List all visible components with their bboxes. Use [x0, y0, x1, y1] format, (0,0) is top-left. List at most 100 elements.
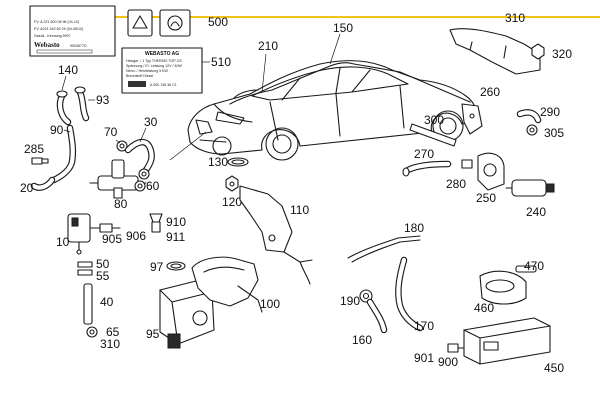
callout-310: 310: [100, 337, 120, 351]
callout-10: 10: [56, 235, 70, 249]
hose-93: [74, 86, 90, 122]
hose-30: [124, 138, 155, 174]
callout-50: 50: [96, 257, 110, 271]
bracket-110: [239, 185, 313, 285]
connector-901: [447, 343, 467, 353]
fuse-470: [515, 265, 537, 273]
callout-280: 280: [446, 177, 466, 191]
connector-910: [149, 213, 163, 233]
label-left-serial: 9003677D: [70, 44, 87, 48]
callout-160: 160: [352, 333, 372, 347]
label-left-line2: FV: A221 442 60 29 (04-08/10): [34, 27, 83, 31]
callout-260: 260: [480, 85, 500, 99]
callout-210: 210: [258, 39, 278, 53]
callout-250: 250: [476, 191, 496, 205]
callout-905: 905: [102, 232, 122, 246]
label-right-row3: Nenn. / Heizleistung 5 KW: [126, 69, 169, 73]
callout-70: 70: [104, 125, 118, 139]
label-right-heading: WEBASTO AG: [145, 51, 179, 57]
pipe-40: [83, 283, 93, 325]
hose-90: [50, 124, 77, 184]
callout-470: 470: [524, 259, 544, 273]
label-right-row1: Heizger. / 1 Typ THERMO TOP Z/C: [126, 59, 183, 63]
label-right-row2: Spannung / El. Leistung 12V / 40W: [126, 64, 183, 68]
dosing-pump-240: [505, 179, 555, 197]
bracket-260: [461, 103, 483, 135]
hose-160: [366, 298, 388, 334]
elbow-290: [516, 109, 542, 124]
callout-130: 130: [208, 155, 228, 169]
callout-180: 180: [404, 221, 424, 235]
vehicle-icon: [187, 60, 478, 161]
clamp-285: [31, 157, 49, 165]
cover-310b: [449, 28, 541, 75]
callout-90: 90: [50, 123, 64, 137]
svg-text:A 000 136 36 C1: A 000 136 36 C1: [150, 83, 177, 87]
callout-60: 60: [146, 179, 160, 193]
callout-190: 190: [340, 294, 360, 308]
callout-911: 911: [166, 230, 185, 244]
callout-93: 93: [96, 93, 110, 107]
pump-10: [67, 213, 103, 255]
hose-140: [56, 90, 72, 126]
callout-40: 40: [100, 295, 114, 309]
hose-20: [30, 176, 56, 191]
callout-55: 55: [96, 269, 110, 283]
callout-500: 500: [208, 15, 228, 29]
callout-320: 320: [552, 47, 572, 61]
callout-120: 120: [222, 195, 242, 209]
clamp-305: [526, 124, 538, 136]
callout-460: 460: [474, 301, 494, 315]
callout-285: 285: [24, 142, 44, 156]
control-unit-450: [463, 317, 551, 365]
pump-mount-250: [477, 152, 505, 191]
callout-305: 305: [544, 126, 564, 140]
clip-50: [77, 261, 93, 276]
callout-20: 20: [20, 181, 34, 195]
callout-300: 300: [424, 113, 444, 127]
clamp-65: [86, 326, 98, 338]
callout-906: 906: [126, 229, 146, 243]
callout-270: 270: [414, 147, 434, 161]
label-right-barcode: A 000 136 36 C1: [128, 81, 177, 87]
nut-120: [225, 175, 239, 192]
callout-910: 910: [166, 215, 186, 229]
callout-240: 240: [526, 205, 546, 219]
callout-140: 140: [58, 63, 78, 77]
cover-100: [191, 256, 263, 313]
clamp-60: [134, 168, 150, 192]
callout-100: 100: [260, 297, 280, 311]
valve-80: [89, 159, 147, 199]
callout-80: 80: [114, 197, 128, 211]
rod-300: [409, 123, 457, 147]
label-left-brand: Webasto: [34, 41, 60, 49]
callout-95: 95: [146, 327, 160, 341]
callout-310b: 310: [505, 11, 525, 25]
callout-901: 901: [414, 351, 434, 365]
connector-905: [99, 223, 121, 233]
heater-icon: [159, 279, 233, 349]
label-plate-right: WEBASTO AG Heizger. / 1 Typ THERMO TOP Z…: [121, 47, 203, 94]
grommet-130: [227, 157, 249, 167]
callout-900: 900: [438, 355, 458, 369]
fuel-line-180: [347, 235, 421, 263]
label-plate-left: FV: A 221 500 08 98 (04-10) FV: A221 442…: [29, 5, 116, 57]
callout-170: 170: [414, 319, 434, 333]
callout-97: 97: [150, 260, 164, 274]
callout-150: 150: [333, 21, 353, 35]
callout-510: 510: [211, 55, 231, 69]
nut-320: [531, 43, 545, 60]
clamp-280: [461, 159, 473, 169]
hose-170: [395, 256, 424, 332]
clamp-70: [116, 140, 128, 152]
label-left-line3: Gasoil - Kerosing 9997: [34, 34, 71, 38]
label-right-row4: Brennstoff Diesel: [126, 74, 154, 78]
hose-270: [402, 160, 452, 177]
callout-450: 450: [544, 361, 564, 375]
callout-290: 290: [540, 105, 560, 119]
callout-30: 30: [144, 115, 158, 129]
label-plate-icon: [127, 9, 191, 37]
filter-460: [479, 270, 527, 305]
callout-65: 65: [106, 325, 120, 339]
